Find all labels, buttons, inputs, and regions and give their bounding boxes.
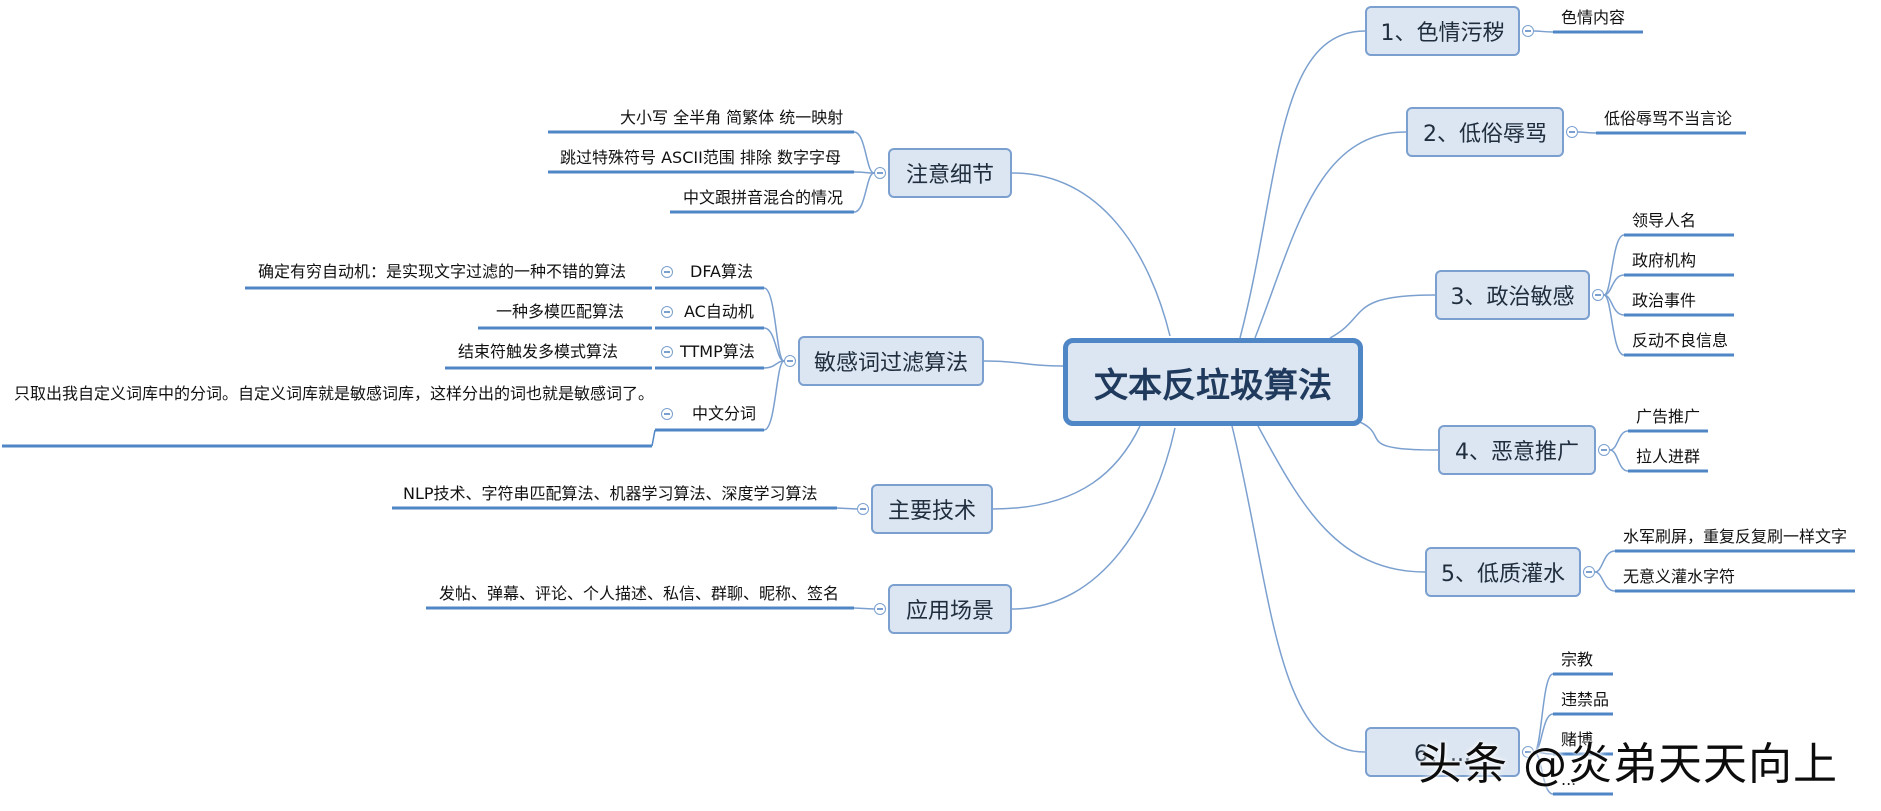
leaf-right-4-2: 拉人进群 — [1636, 447, 1701, 466]
algo-connector-2 — [763, 327, 785, 362]
leaf-right-5-1: 水军刷屏，重复反复刷一样文字 — [1623, 527, 1848, 546]
leaf-connector-right-5-2 — [1594, 571, 1616, 592]
leaf-right-4-1: 广告推广 — [1636, 407, 1701, 426]
connector-right-4 — [1354, 419, 1439, 451]
connector-left-4 — [1011, 427, 1176, 610]
leaf-right-5-2: 无意义灌水字符 — [1623, 567, 1736, 586]
algo-node-1[interactable]: DFA算法 — [690, 262, 754, 281]
collapse-toggle-right-1[interactable] — [1522, 25, 1534, 37]
leaf-connector-right-6-4 — [1533, 751, 1554, 795]
connector-left-1 — [1011, 172, 1171, 337]
collapse-toggle-algo-4[interactable] — [661, 408, 673, 420]
leaf-connector-right-1-1 — [1533, 30, 1554, 33]
leaf-left-1-1: 大小写 全半角 简繁体 统一映射 — [620, 108, 844, 127]
branch-topic-right-4[interactable]: 4、恶意推广 — [1438, 425, 1596, 475]
leaf-right-6-3: 赌博 — [1561, 730, 1594, 749]
collapse-toggle-left-2[interactable] — [784, 355, 796, 367]
connector-right-3 — [1329, 294, 1436, 339]
leaf-right-3-1: 领导人名 — [1632, 211, 1697, 230]
collapse-toggle-algo-3[interactable] — [661, 346, 673, 358]
collapse-toggle-right-6[interactable] — [1522, 746, 1534, 758]
algo-node-4[interactable]: 中文分词 — [692, 404, 757, 423]
leaf-right-6-4: ... — [1561, 770, 1577, 789]
leaf-connector-right-3-4 — [1603, 294, 1625, 356]
branch-topic-right-5[interactable]: 5、低质灌水 — [1425, 547, 1581, 597]
algo-detail-2: 一种多模匹配算法 — [496, 302, 625, 321]
algo-detail-4: 只取出我自定义词库中的分词。自定义词库就是敏感词库，这样分出的词也就是敏感词了。 — [14, 384, 655, 403]
leaf-left-3-1: NLP技术、字符串匹配算法、机器学习算法、深度学习算法 — [403, 484, 818, 503]
algo-detail-1: 确定有穷自动机：是实现文字过滤的一种不错的算法 — [258, 262, 627, 281]
algo-detail-3: 结束符触发多模式算法 — [458, 342, 619, 361]
collapse-toggle-right-3[interactable] — [1592, 289, 1604, 301]
collapse-toggle-left-1[interactable] — [874, 167, 886, 179]
leaf-left-4-1: 发帖、弹幕、评论、个人描述、私信、群聊、昵称、签名 — [439, 584, 840, 603]
leaf-connector-right-5-1 — [1594, 550, 1616, 573]
collapse-toggle-left-3[interactable] — [857, 503, 869, 515]
leaf-right-3-2: 政府机构 — [1632, 251, 1697, 270]
leaf-left-1-2: 跳过特殊符号 ASCII范围 排除 数字字母 — [560, 148, 841, 167]
algo-node-2[interactable]: AC自动机 — [684, 302, 754, 321]
leaf-connector-left-1-3 — [853, 172, 875, 213]
leaf-connector-right-4-1 — [1609, 430, 1629, 451]
connector-right-5 — [1257, 425, 1426, 573]
branch-topic-left-4[interactable]: 应用场景 — [888, 584, 1012, 634]
algo-node-3[interactable]: TTMP算法 — [680, 342, 755, 361]
connector-right-1 — [1239, 30, 1366, 339]
branch-topic-right-3[interactable]: 3、政治敏感 — [1435, 270, 1590, 320]
collapse-toggle-algo-2[interactable] — [661, 306, 673, 318]
leaf-right-6-1: 宗教 — [1561, 650, 1594, 669]
leaf-connector-left-1-1 — [853, 131, 875, 174]
watermark-text: 头条 @炎弟天天向上 — [1418, 739, 1838, 790]
connector-left-2 — [983, 360, 1064, 367]
branch-topic-right-1[interactable]: 1、色情污秽 — [1365, 6, 1520, 56]
leaf-right-3-4: 反动不良信息 — [1632, 331, 1729, 350]
branch-topic-right-6[interactable]: 6、... — [1365, 727, 1520, 777]
collapse-toggle-right-4[interactable] — [1598, 444, 1610, 456]
collapse-toggle-right-2[interactable] — [1566, 126, 1578, 138]
collapse-toggle-right-5[interactable] — [1583, 566, 1595, 578]
leaf-right-1-1: 色情内容 — [1561, 8, 1626, 27]
connector-left-3 — [992, 425, 1141, 510]
leaf-connector-right-3-2 — [1603, 274, 1625, 296]
branch-topic-left-3[interactable]: 主要技术 — [871, 484, 993, 534]
leaf-connector-right-2-1 — [1577, 131, 1597, 134]
detail-link — [651, 429, 656, 447]
algo-connector-4 — [763, 360, 785, 431]
connector-right-2 — [1254, 131, 1407, 339]
leaf-connector-left-4-1 — [853, 607, 875, 610]
leaf-connector-right-6-2 — [1533, 713, 1554, 753]
leaf-right-2-1: 低俗辱骂不当言论 — [1604, 109, 1733, 128]
leaf-connector-right-4-2 — [1609, 449, 1629, 472]
branch-topic-left-2[interactable]: 敏感词过滤算法 — [798, 336, 984, 386]
leaf-left-1-3: 中文跟拼音混合的情况 — [683, 188, 844, 207]
leaf-connector-right-3-1 — [1603, 234, 1625, 296]
branch-topic-left-1[interactable]: 注意细节 — [888, 148, 1012, 198]
connector-right-6 — [1231, 425, 1366, 753]
leaf-right-6-2: 违禁品 — [1561, 690, 1610, 709]
leaf-connector-left-3-1 — [836, 507, 858, 510]
collapse-toggle-left-4[interactable] — [874, 603, 886, 615]
branch-topic-right-2[interactable]: 2、低俗辱骂 — [1406, 107, 1564, 157]
central-topic[interactable]: 文本反垃圾算法 — [1063, 338, 1363, 426]
leaf-right-3-3: 政治事件 — [1632, 291, 1697, 310]
collapse-toggle-algo-1[interactable] — [661, 266, 673, 278]
